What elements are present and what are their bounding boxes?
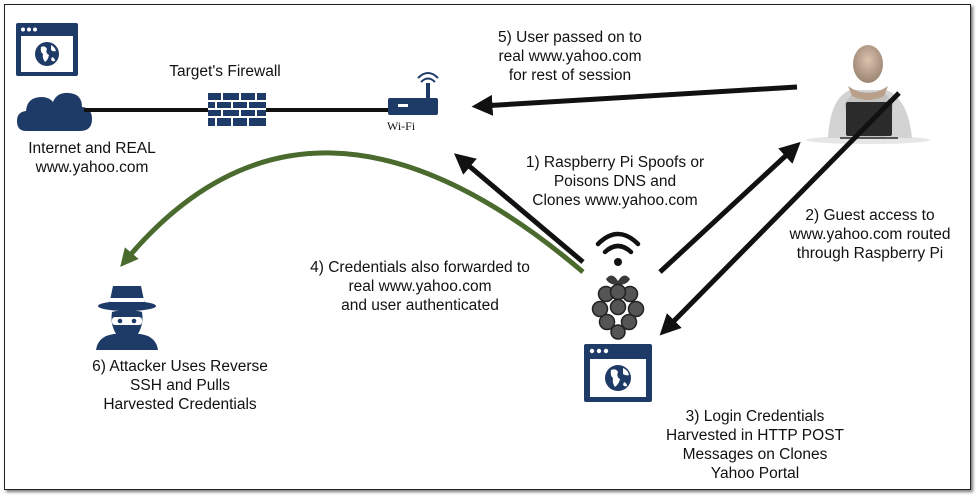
user-photo	[800, 35, 937, 144]
wifi-label: Wi-Fi	[387, 119, 416, 133]
arrow-5-user-to-wifi	[471, 84, 798, 116]
browser-globe-icon-bottom	[584, 344, 652, 402]
arrow-3-user-to-browser	[659, 91, 901, 336]
arrow-2-pi-to-user	[658, 141, 801, 274]
attacker-icon	[96, 286, 158, 350]
browser-globe-icon	[16, 23, 78, 76]
arrow-6-reverse-ssh	[120, 150, 585, 274]
arrow-1-pi-to-wifi	[453, 153, 585, 264]
firewall-label: Target's Firewall	[169, 63, 281, 80]
wifi-signal-icon	[595, 231, 641, 266]
wifi-router-icon	[388, 72, 439, 115]
firewall-brick-icon	[208, 93, 266, 126]
cloud-icon	[17, 92, 92, 131]
raspberry-pi-icon	[591, 275, 645, 340]
